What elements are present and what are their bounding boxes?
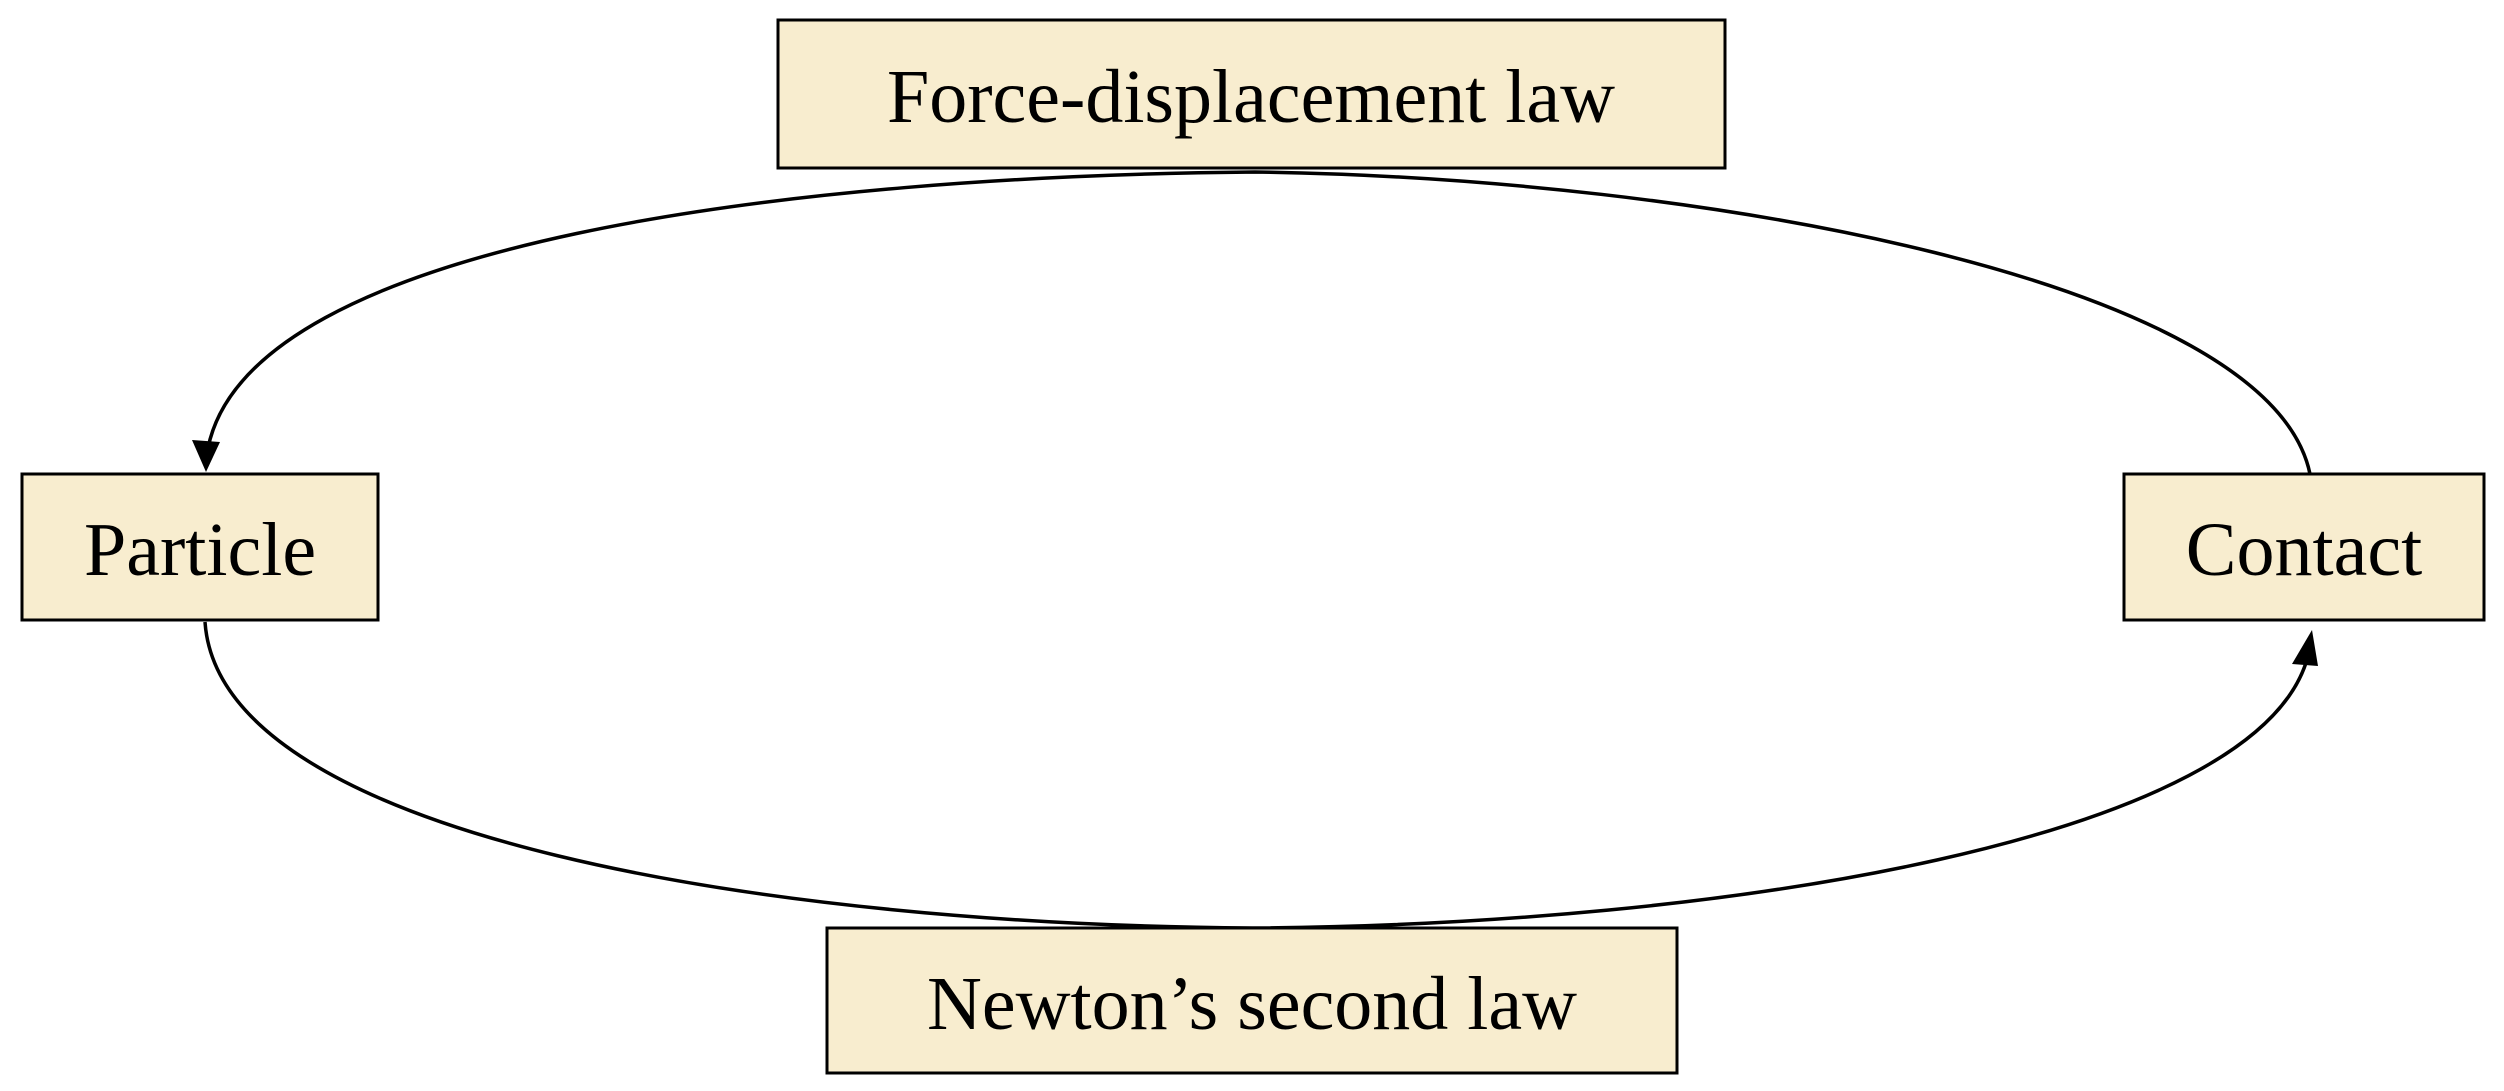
arrowhead-into-particle <box>192 440 220 472</box>
edge-particle-to-contact <box>203 621 2310 930</box>
node-force-displacement-law: Force-displacement law <box>776 18 1727 170</box>
node-newtons-second-law: Newton’s second law <box>825 926 1679 1075</box>
node-label: Newton’s second law <box>927 962 1577 1046</box>
edge-contact-to-particle <box>206 170 2312 475</box>
node-box <box>20 472 380 622</box>
node-label: Particle <box>84 508 316 592</box>
node-box <box>776 18 1727 170</box>
node-box <box>825 926 1679 1075</box>
node-label: Force-displacement law <box>887 55 1615 139</box>
node-box <box>2122 472 2486 622</box>
node-label: Contact <box>2186 508 2422 592</box>
node-contact: Contact <box>2122 472 2486 622</box>
node-particle: Particle <box>20 472 380 622</box>
arrowhead-into-contact <box>2292 630 2318 666</box>
